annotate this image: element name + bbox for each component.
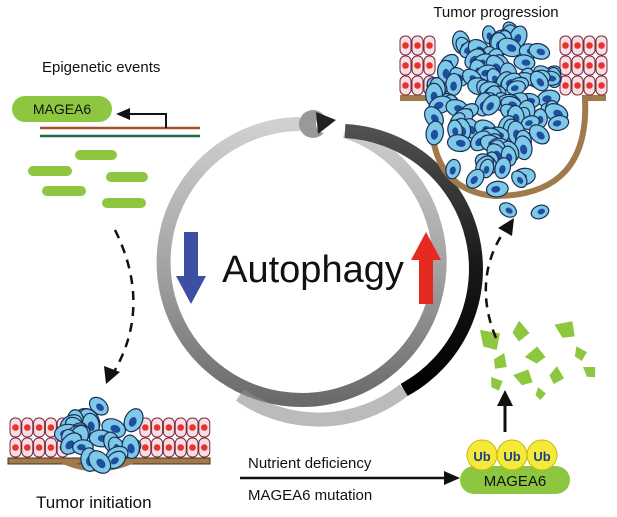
degraded-protein-fragments bbox=[480, 320, 596, 400]
mageas6-mutation-label: MAGEA6 mutation bbox=[248, 487, 372, 504]
epigenetic-events-label: Epigenetic events bbox=[42, 59, 160, 76]
dashed-arrow-to-progression bbox=[484, 225, 509, 339]
svg-text:Ub: Ub bbox=[533, 449, 550, 464]
tumor-progression-label: Tumor progression bbox=[433, 4, 558, 21]
tumor-initiation-label: Tumor initiation bbox=[36, 493, 152, 512]
ubiquitin-tag-3: Ub bbox=[526, 439, 558, 471]
svg-text:Ub: Ub bbox=[473, 449, 490, 464]
mutation-arrow-head bbox=[444, 471, 460, 485]
dashed-arrow-head-progression bbox=[498, 218, 514, 236]
degradation-arrow-head bbox=[497, 390, 513, 406]
cycle-arrow-head bbox=[299, 110, 336, 138]
autophagy-cycle-ring bbox=[156, 110, 483, 427]
nutrient-deficiency-label: Nutrient deficiency bbox=[248, 455, 372, 472]
ubiquitin-tag-2: Ub bbox=[496, 439, 528, 471]
gene-badge-label: MAGEA6 bbox=[33, 101, 92, 117]
tumor-progression-tissue bbox=[399, 21, 608, 220]
autophagy-increase-arrow bbox=[411, 232, 441, 304]
gene-promoter: MAGEA6 bbox=[12, 96, 200, 138]
dashed-arrow-head-initiation bbox=[104, 366, 120, 384]
svg-text:Ub: Ub bbox=[503, 449, 520, 464]
protein-badge-label: MAGEA6 bbox=[484, 473, 547, 490]
dashed-arrow-to-initiation bbox=[110, 229, 135, 376]
mrna-transcripts bbox=[28, 150, 148, 208]
tumor-initiation-tissue bbox=[7, 396, 211, 474]
ubiquitinated-mageas6: MAGEA6 Ub Ub Ub bbox=[460, 439, 570, 494]
autophagy-label: Autophagy bbox=[222, 249, 404, 291]
ubiquitin-tag-1: Ub bbox=[466, 439, 498, 471]
autophagy-decrease-arrow bbox=[176, 232, 206, 304]
